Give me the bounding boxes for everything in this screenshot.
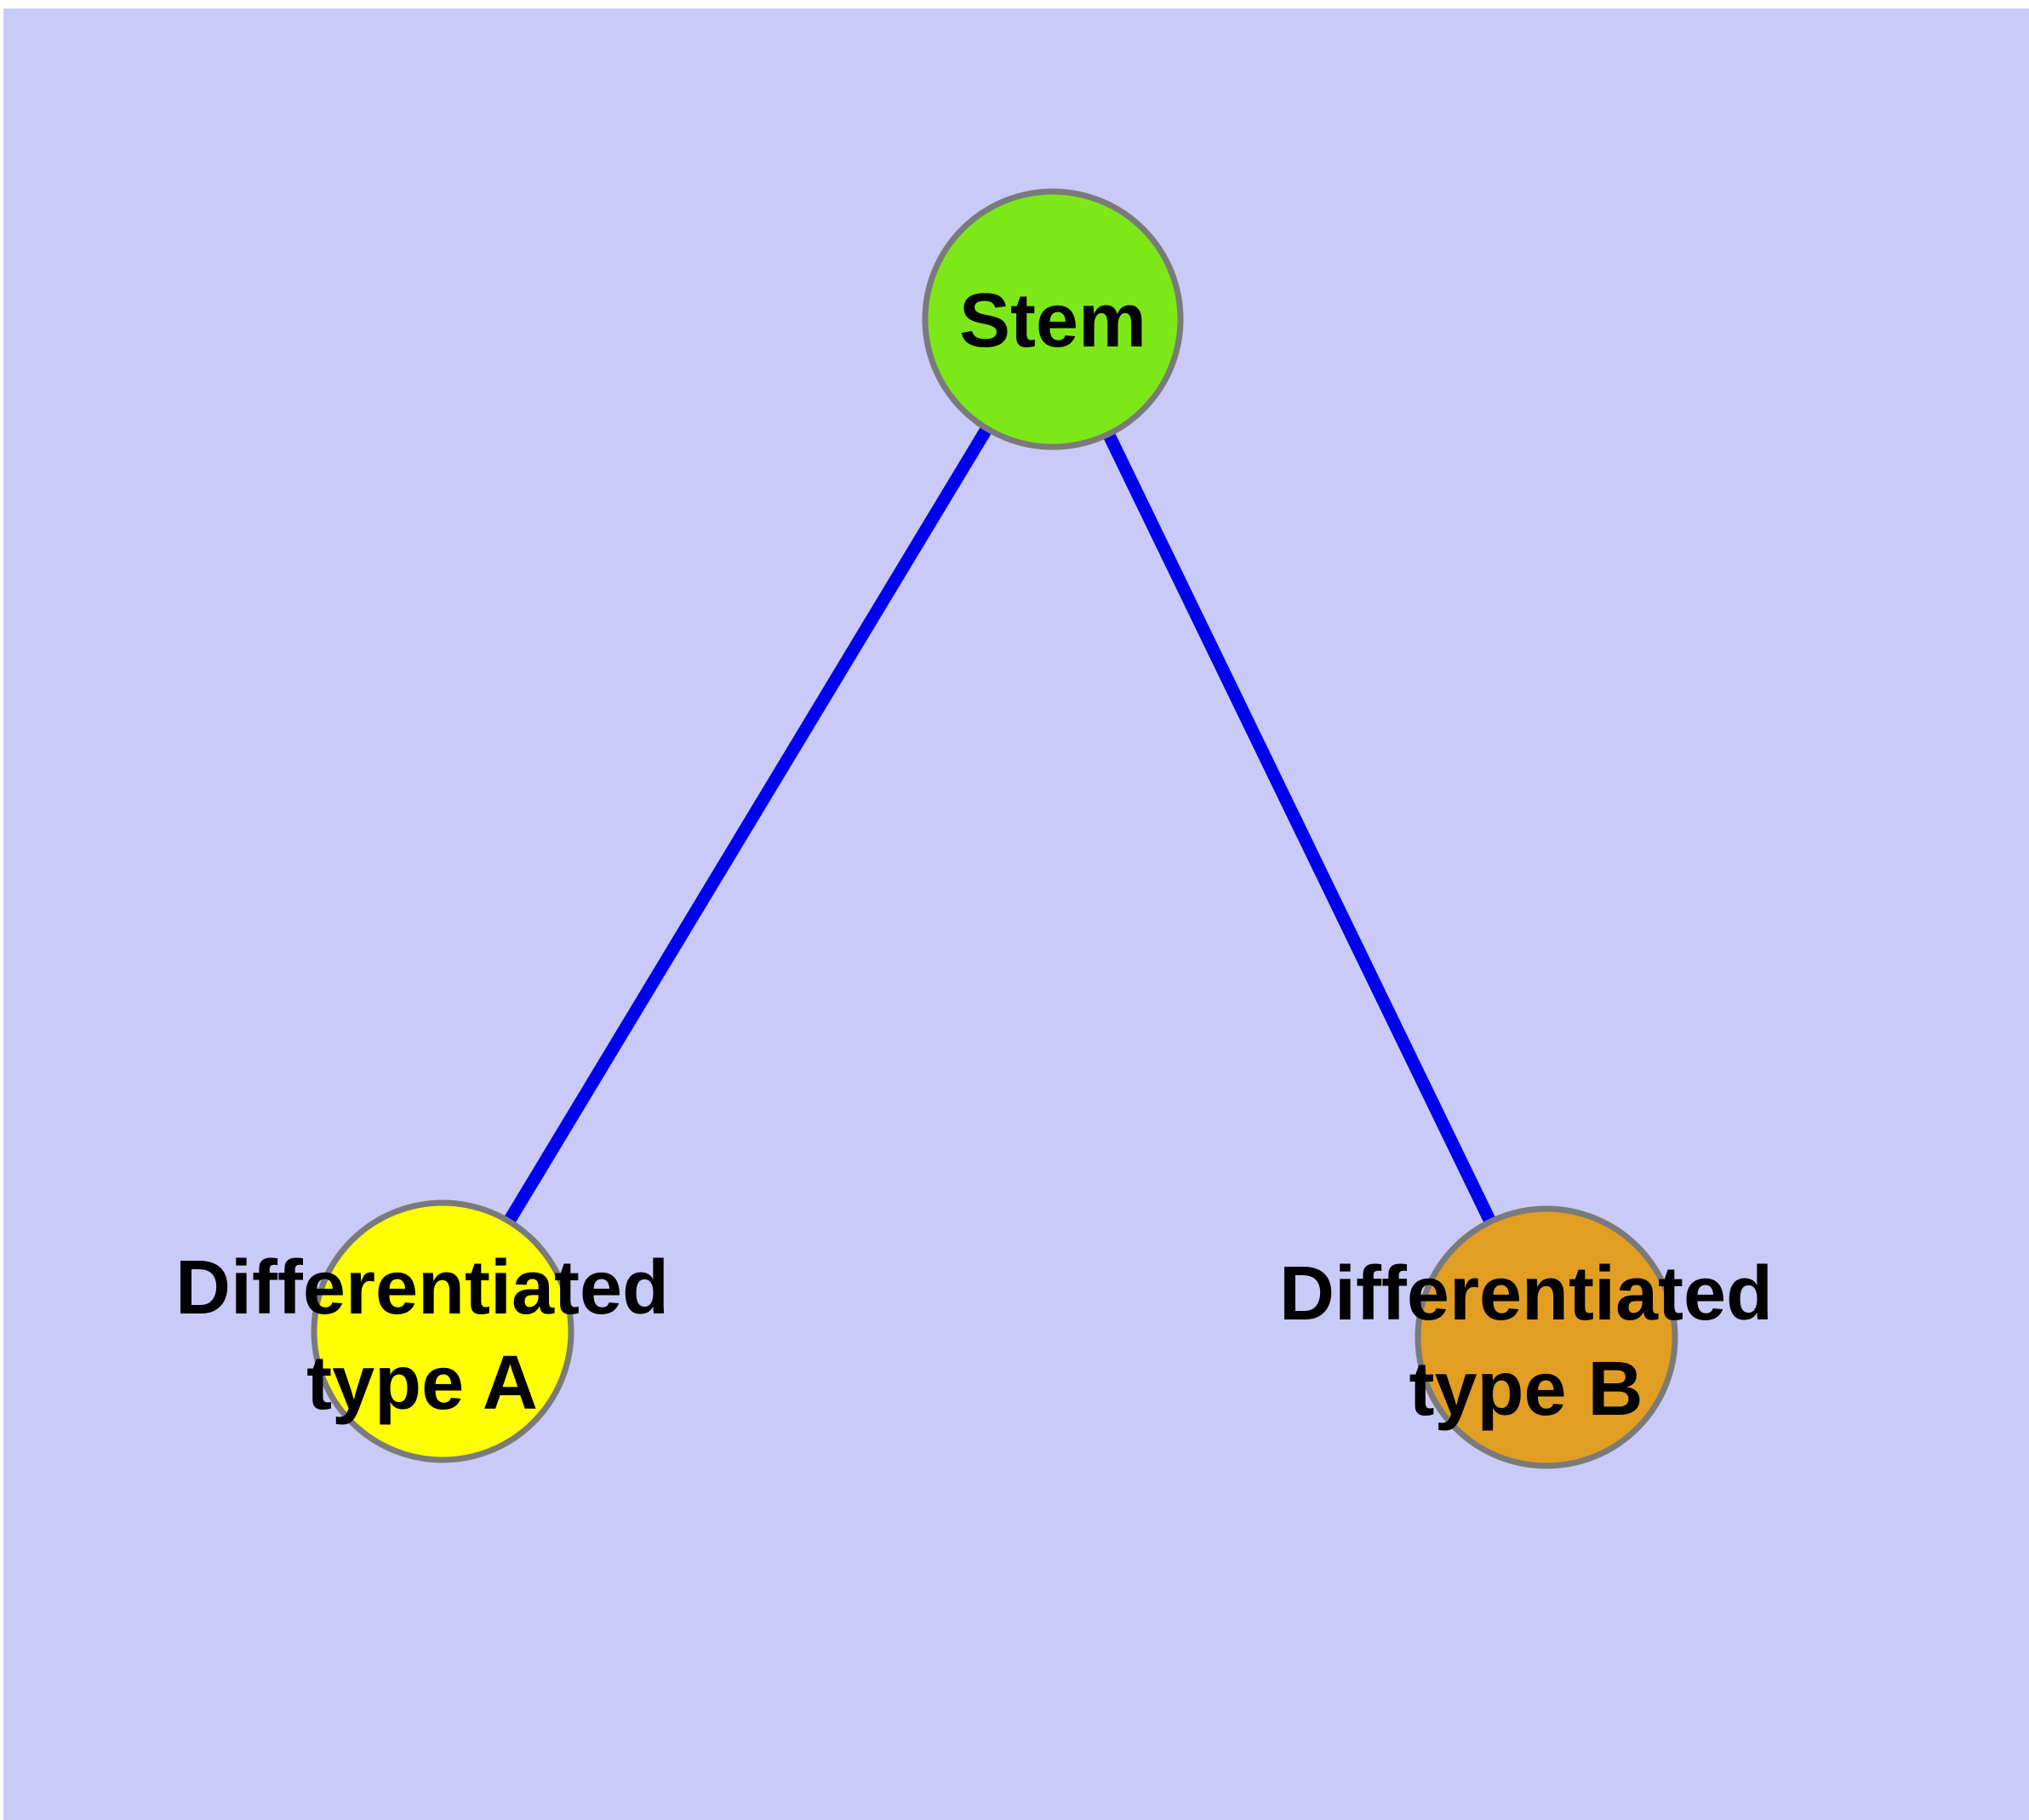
label-group: Stem Differentiated type A Differentiate…: [175, 278, 1773, 1432]
node-type-a-label-line2: type A: [306, 1341, 538, 1426]
node-type-a-label-line1: Differentiated: [175, 1245, 669, 1331]
node-stem: [922, 188, 1184, 450]
node-stem-label: Stem: [959, 278, 1146, 363]
node-differentiated-type-a: [311, 1199, 574, 1463]
node-type-b-label-line2: type B: [1409, 1347, 1643, 1432]
node-differentiated-type-b: [1415, 1205, 1678, 1469]
edge-stem-to-type-b: [1047, 316, 1552, 1341]
edge-stem-to-type-a: [437, 316, 1059, 1335]
node-group: [311, 188, 1678, 1469]
edge-group: [437, 316, 1552, 1341]
node-type-b-label-line1: Differentiated: [1279, 1251, 1773, 1336]
